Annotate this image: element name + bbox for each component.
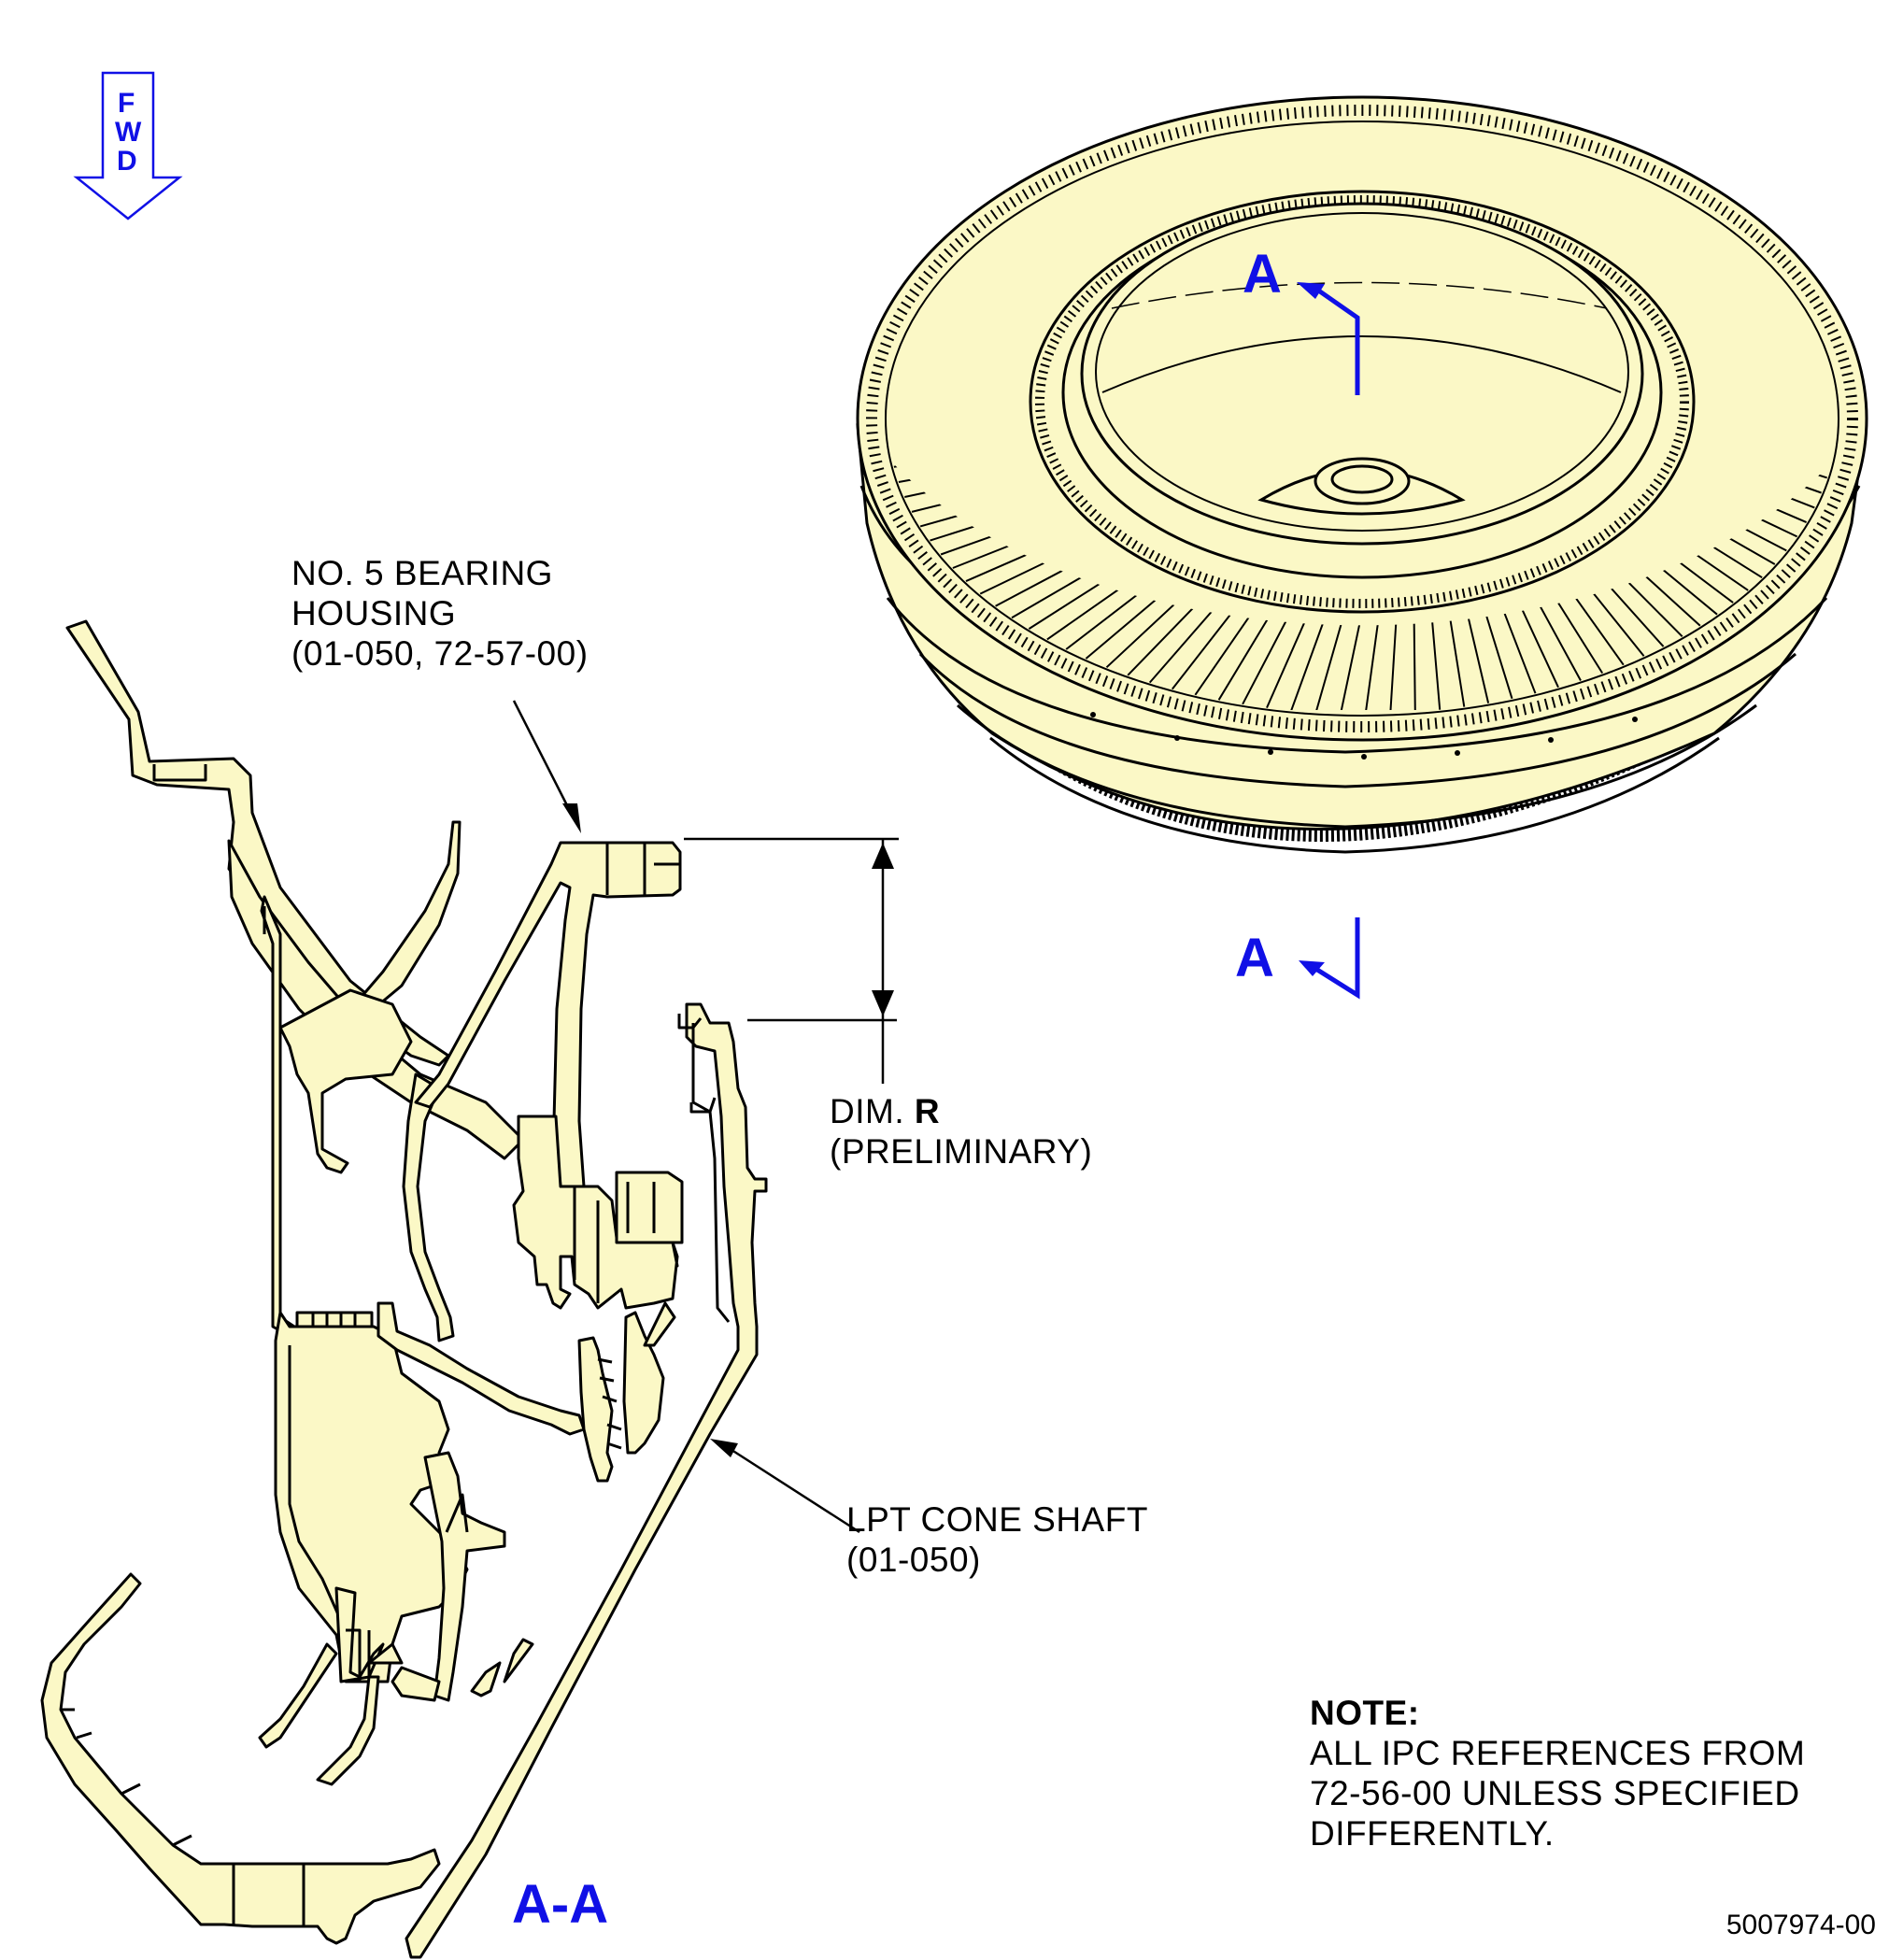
section-cut-line-bottom [1315,917,1360,1000]
section-arrow-bottom-icon [1299,960,1325,976]
blade [1429,607,1442,710]
note-heading: NOTE: [1310,1694,1420,1732]
blade [1389,610,1399,710]
leader-arrow-bearing-icon [562,803,581,833]
leader-lines [512,700,899,1534]
dim-prefix: DIM. [830,1092,915,1130]
dim-arrow-top-icon [872,843,894,869]
callout-cone-line-1: LPT CONE SHAFT [846,1500,1148,1539]
blade [1413,609,1416,710]
callout-bearing-housing: NO. 5 BEARING HOUSING (01-050, 72-57-00) [291,553,589,674]
section-title: A-A [512,1874,609,1935]
drawing-number: 5007974-00 [1726,1910,1876,1940]
callout-dim-r: DIM. R (PRELIMINARY) [830,1091,1092,1172]
note-line-1: ALL IPC REFERENCES FROM [1310,1734,1806,1772]
fwd-letter-d: D [117,146,137,177]
section-aa-view [40,619,768,1959]
inner-bore [1080,202,1644,546]
note-line-3: DIFFERENTLY. [1310,1814,1555,1853]
turbine-isometric-view [856,95,1868,854]
dim-arrow-bottom-icon [872,990,894,1016]
dim-qualifier: (PRELIMINARY) [830,1132,1093,1171]
callout-cone-line-2: (01-050) [846,1541,981,1579]
section-letter-top: A [1243,244,1282,305]
callout-cone-shaft: LPT CONE SHAFT (01-050) [846,1499,1148,1580]
fwd-letter-f: F [118,88,135,119]
blade [1242,606,1295,705]
dim-letter: R [914,1092,941,1130]
section-letter-bottom: A [1235,928,1274,988]
callout-bearing-line-2: HOUSING [291,594,457,632]
callout-bearing-line-3: (01-050, 72-57-00) [291,634,589,673]
section-cut-line-top [1315,287,1360,395]
blade [1217,604,1277,701]
leader-arrow-shaft-icon [710,1439,738,1457]
section-arrow-top-icon [1297,282,1325,299]
note-line-2: 72-56-00 UNLESS SPECIFIED [1310,1774,1800,1812]
center-bearing [1257,457,1466,516]
blade [1290,610,1328,710]
blade [1446,604,1466,707]
blade [1266,608,1312,709]
callout-bearing-line-1: NO. 5 BEARING [291,554,553,592]
fwd-letter-w: W [115,117,142,148]
fwd-arrow-icon [73,71,183,220]
blade [1314,611,1346,710]
note-block: NOTE: ALL IPC REFERENCES FROM 72-56-00 U… [1310,1693,1805,1853]
blade [1340,611,1363,710]
blade [1364,611,1381,710]
